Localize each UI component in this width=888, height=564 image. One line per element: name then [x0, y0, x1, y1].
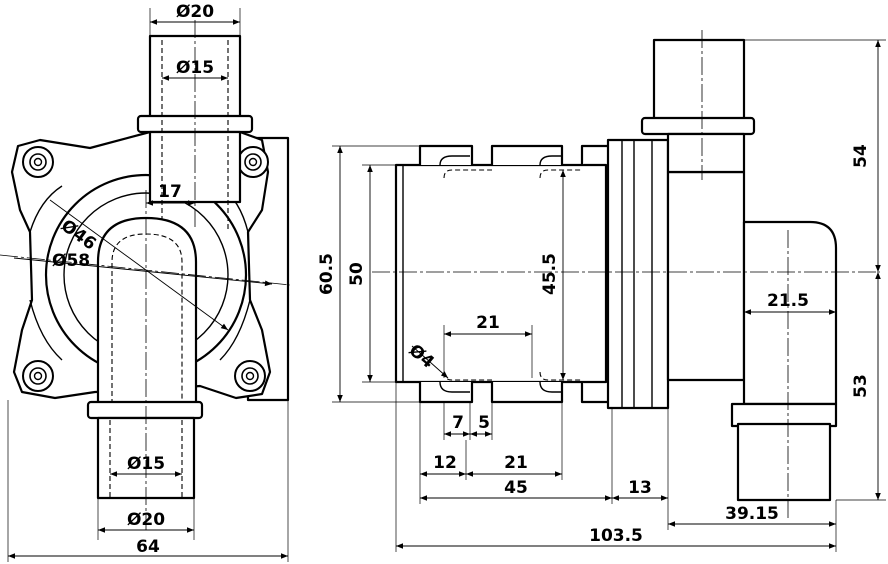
dim-body-length: 45 [504, 478, 528, 498]
dim-overall-length: 103.5 [589, 526, 643, 546]
side-outlet-collar [640, 116, 756, 136]
dim-outlet-inner-diameter: Ø15 [176, 58, 214, 78]
dim-outlet-length: 39.15 [725, 504, 779, 524]
mounting-hole [237, 146, 269, 178]
mounting-hole [22, 360, 54, 392]
dim-offset: 17 [158, 182, 182, 202]
front-view: Ø20 Ø15 17 Ø46 Ø58 Ø15 Ø20 64 [0, 2, 291, 562]
dim-outlet-outer-diameter: Ø20 [176, 2, 214, 22]
side-inlet-pipe [736, 422, 832, 502]
top-mounting-tab [418, 144, 474, 165]
dim-flange-thickness: 13 [628, 478, 652, 498]
top-mounting-tab [580, 144, 608, 165]
dim-outlet-height-top: 54 [851, 144, 871, 168]
side-inlet-step [730, 402, 838, 428]
dim-body-height: 50 [347, 262, 367, 286]
dim-elbow-offset: 21.5 [767, 291, 809, 311]
dim-slot-gap: 5 [478, 413, 490, 433]
motor-body [394, 163, 608, 384]
pump-flange [606, 138, 670, 410]
inlet-collar [86, 400, 204, 420]
volute-housing [666, 170, 746, 382]
dim-outlet-height-bottom: 53 [851, 374, 871, 398]
mounting-hole [234, 360, 266, 392]
dim-first-slot-offset: 12 [433, 453, 457, 473]
side-outlet-pipe [652, 38, 746, 122]
bottom-mounting-tab [418, 382, 474, 404]
side-inlet-elbow [742, 220, 838, 406]
dim-overall-height: 60.5 [317, 253, 337, 295]
dim-overall-width: 64 [136, 537, 160, 557]
dim-slot-width: 7 [452, 413, 464, 433]
bottom-mounting-tab [580, 382, 608, 404]
dim-second-slot-offset: 21 [504, 453, 528, 473]
dim-outer-circle-diameter: Ø58 [52, 251, 90, 271]
mounting-hole [22, 146, 54, 178]
dim-inlet-inner-diameter: Ø15 [127, 454, 165, 474]
dim-slot-pitch: 21 [476, 313, 500, 333]
side-view: 60.5 50 45.5 21 Ø4 7 5 12 21 [317, 30, 886, 552]
side-outlet-neck [666, 132, 746, 174]
dim-slot-span: 45.5 [540, 253, 560, 295]
dim-inlet-outer-diameter: Ø20 [127, 510, 165, 530]
